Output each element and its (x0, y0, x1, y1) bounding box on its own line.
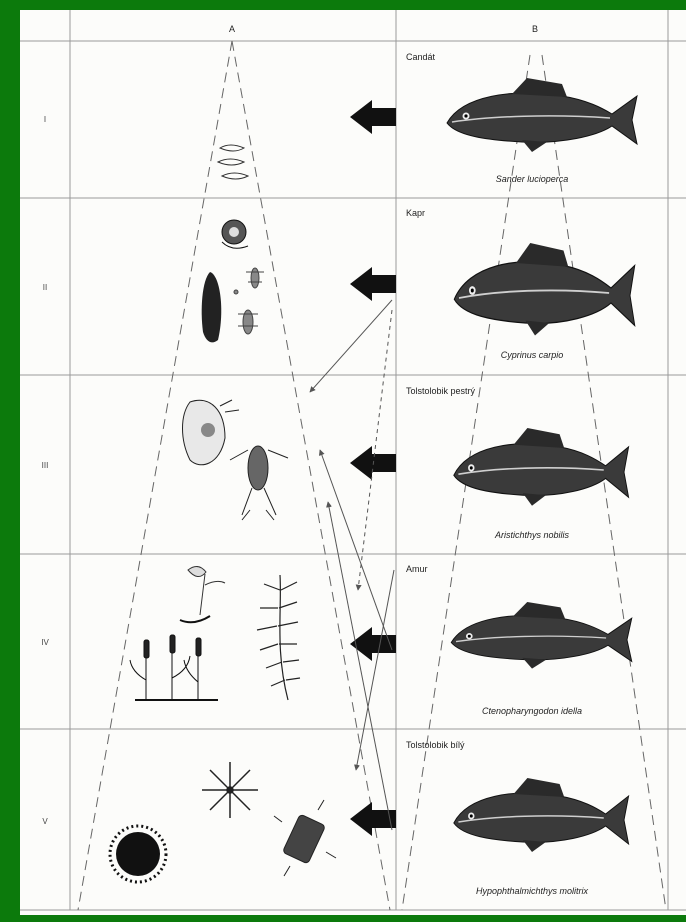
column-header-a: A (229, 24, 235, 34)
feeding-arrow-row-4 (350, 627, 396, 661)
waterweed-icon (257, 575, 300, 700)
diatom-chain-icon (274, 800, 336, 876)
pyramid-a-outline (78, 41, 390, 910)
midge-icon (234, 268, 264, 334)
species-common-name-4: Amur (406, 564, 428, 574)
copepod-icon (230, 446, 288, 520)
feeding-arrow-row-2 (350, 267, 396, 301)
fish-larvae-icon (218, 145, 248, 179)
species-common-name-5: Tolstolobik bílý (406, 740, 465, 750)
row-numeral-5: V (42, 817, 48, 826)
food-pyramid-board: A B I II III IV V (20, 10, 686, 915)
feeding-arrow-row-5 (350, 802, 396, 836)
leech-icon (202, 272, 222, 342)
daphnia-icon (183, 400, 240, 465)
algae-star-icon (202, 762, 258, 818)
species-latin-name-2: Cyprinus carpio (501, 350, 564, 360)
row-numeral-3: III (42, 461, 49, 470)
species-common-name-1: Candát (406, 52, 436, 62)
row-numeral-1: I (44, 115, 46, 124)
volvox-icon (110, 826, 166, 882)
species-common-name-3: Tolstolobik pestrý (406, 386, 476, 396)
fish-silver-carp-icon (454, 778, 629, 852)
row-numeral-4: IV (41, 638, 49, 647)
species-latin-name-3: Aristichthys nobilis (494, 530, 570, 540)
connection-arrows (310, 300, 394, 830)
feeding-arrow-row-1 (350, 100, 396, 134)
species-latin-name-4: Ctenopharyngodon idella (482, 706, 582, 716)
fish-grass-carp-icon (451, 602, 632, 669)
species-latin-name-5: Hypophthalmichthys molitrix (476, 886, 589, 896)
reed-plants-icon (130, 635, 218, 700)
species-latin-name-1: Sander lucioperca (496, 174, 569, 184)
food-pyramid-diagram: A B I II III IV V (20, 10, 686, 915)
fish-carp-icon (454, 243, 635, 336)
column-header-b: B (532, 24, 538, 34)
fish-zander-icon (447, 78, 637, 152)
species-common-name-2: Kapr (406, 208, 425, 218)
fish-bighead-carp-icon (454, 428, 629, 506)
row-numeral-2: II (43, 283, 47, 292)
duckweed-icon (180, 566, 225, 622)
snail-icon (222, 220, 248, 248)
